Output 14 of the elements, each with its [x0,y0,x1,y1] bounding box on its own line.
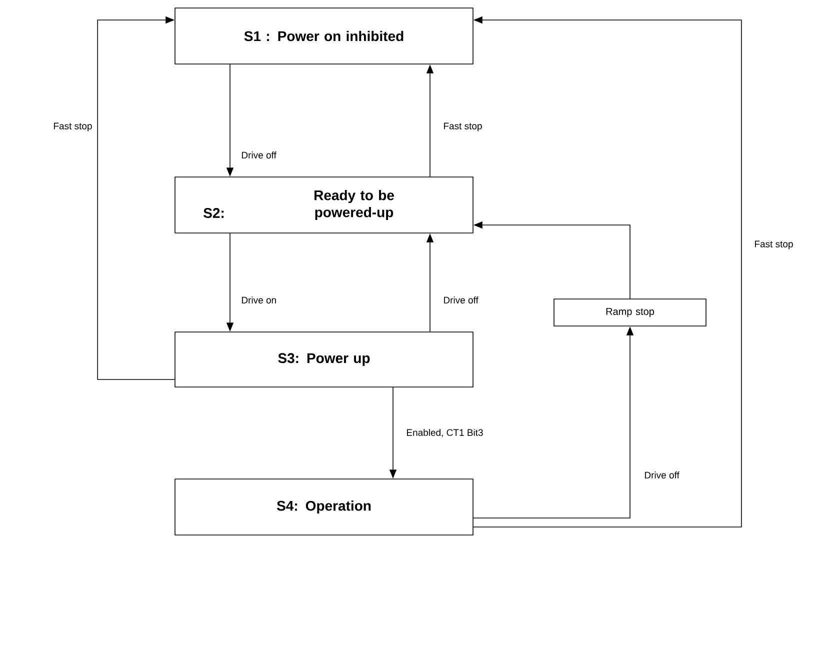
edge-label: Drive off [240,150,278,160]
edge-label: Enabled, CT1 Bit3 [405,428,484,438]
state-box: S2: Ready to be powered-up [174,176,474,234]
state-box: S1 : Power on inhibited [174,8,474,64]
state-box: S4: Operation [174,478,474,536]
state-box: S3: Power up [174,332,474,388]
edge-label: Drive off [643,470,680,480]
edge-label: Fast stop [442,122,484,132]
edge-label: Drive off [442,296,480,304]
edge-label: Fast stop [52,122,94,132]
edge-label: Fast stop [753,240,794,250]
arrow [97,16,175,380]
edge-label: Drive on [240,296,278,304]
process-box: Ramp stop [554,298,706,326]
